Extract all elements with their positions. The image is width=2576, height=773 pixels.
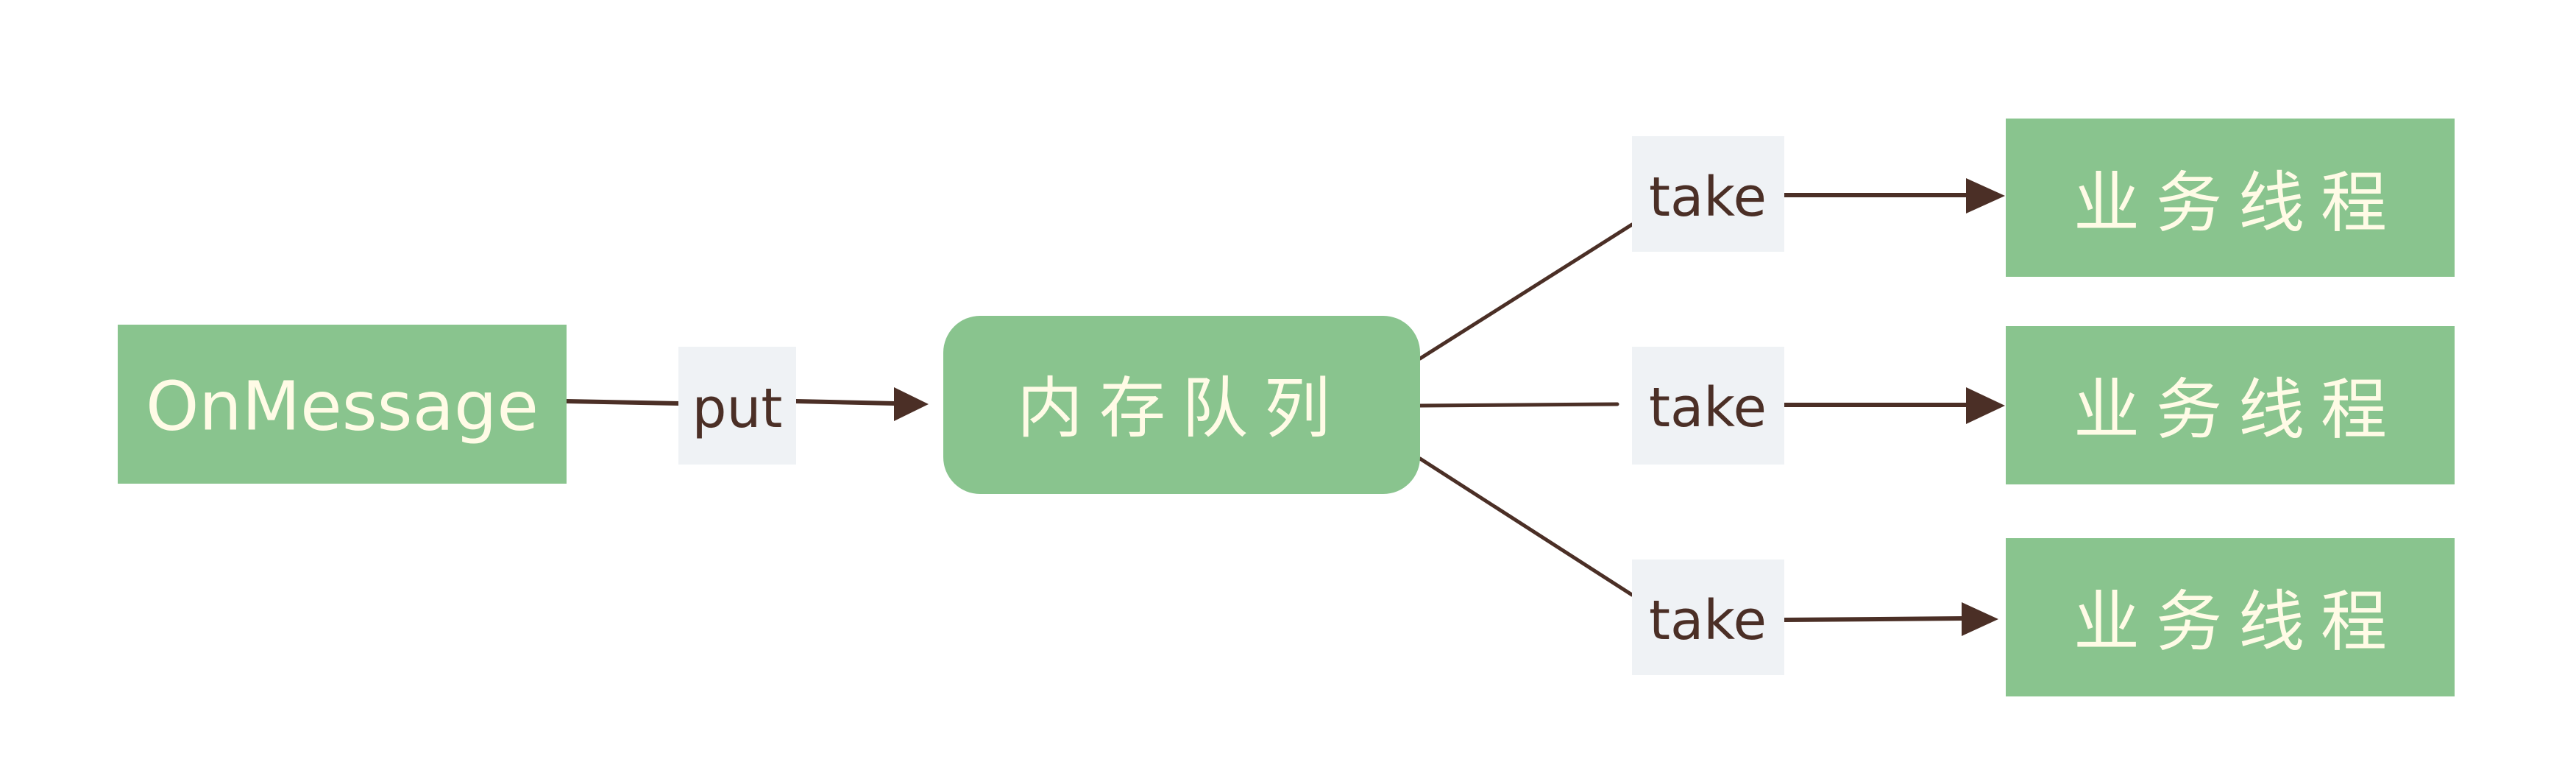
node-onmessage: OnMessage <box>118 325 567 484</box>
edge-take-1 <box>1418 178 2005 361</box>
edge-take-1-branch <box>1418 222 1634 361</box>
edge-take-2-branch <box>1418 402 1619 408</box>
edge-label-take-1-box <box>1632 136 1784 252</box>
edge-label-put: put <box>678 347 796 465</box>
edge-put <box>564 387 929 421</box>
edge-take-3 <box>1418 456 1998 636</box>
edge-label-put-box <box>678 347 796 465</box>
node-worker-2: 业务线程 <box>2006 326 2455 484</box>
edge-put-segment-1 <box>564 399 681 406</box>
node-worker-2-label: 业务线程 <box>2073 372 2403 449</box>
edge-label-take-3-text: take <box>1649 589 1767 652</box>
edge-take-3-branch <box>1418 456 1634 597</box>
edge-label-take-1: take <box>1632 136 1784 252</box>
arrowhead-icon <box>1966 178 2005 213</box>
edge-label-put-text: put <box>692 377 783 440</box>
edge-label-take-2-text: take <box>1649 376 1767 440</box>
edge-label-take-1-text: take <box>1649 166 1767 229</box>
edge-label-take-2-box <box>1632 347 1784 465</box>
node-worker-1: 业务线程 <box>2006 119 2455 277</box>
node-memory-queue: 内存队列 <box>943 316 1420 494</box>
node-memory-queue-box <box>943 316 1420 494</box>
node-onmessage-box <box>118 325 567 484</box>
edge-label-take-3: take <box>1632 560 1784 675</box>
arrowhead-icon <box>1962 602 1998 636</box>
edge-take-3-segment <box>1782 616 1970 622</box>
node-memory-queue-label: 内存队列 <box>1017 370 1346 448</box>
node-worker-3-box <box>2006 538 2455 696</box>
node-worker-3: 业务线程 <box>2006 538 2455 696</box>
node-onmessage-label: OnMessage <box>146 367 539 446</box>
edge-put-segment-2 <box>794 399 896 406</box>
node-worker-1-box <box>2006 119 2455 277</box>
node-worker-2-box <box>2006 326 2455 484</box>
edge-label-take-2: take <box>1632 347 1784 465</box>
arrowhead-icon <box>894 387 929 421</box>
node-worker-1-label: 业务线程 <box>2073 165 2403 242</box>
node-worker-3-label: 业务线程 <box>2073 584 2403 661</box>
edge-label-take-3-box <box>1632 560 1784 675</box>
edge-take-2 <box>1418 387 2005 424</box>
arrowhead-icon <box>1966 387 2005 424</box>
